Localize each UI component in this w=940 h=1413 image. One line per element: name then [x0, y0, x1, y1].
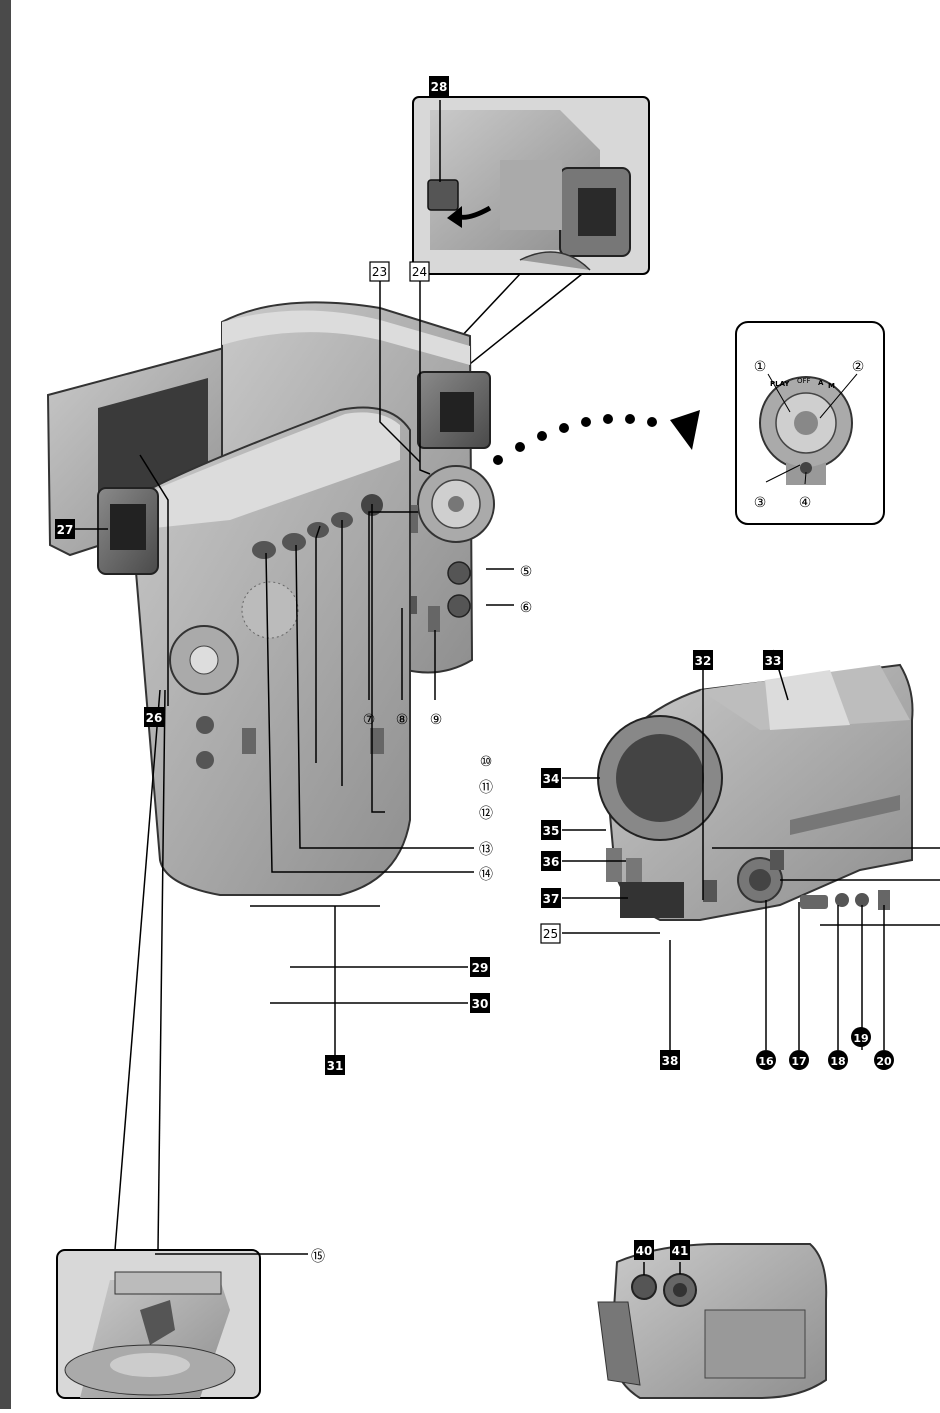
dial-mark-m: M: [828, 382, 835, 390]
callout-17: 17: [789, 1050, 809, 1070]
svg-text:⑨: ⑨: [430, 712, 443, 728]
callout-32: 32: [693, 650, 713, 670]
svg-text:28: 28: [431, 80, 448, 94]
svg-text:40: 40: [636, 1244, 653, 1258]
svg-text:③: ③: [754, 495, 767, 511]
eject-inset: [56, 1249, 261, 1399]
callout-4: ④: [799, 495, 812, 511]
callout-11: ⑪: [479, 780, 493, 796]
callout-27: 27: [55, 519, 75, 539]
callout-3: ③: [754, 495, 767, 511]
svg-text:⑭: ⑭: [479, 867, 493, 883]
callout-18: 18: [828, 1050, 848, 1070]
callout-12: ⑫: [479, 806, 493, 822]
svg-text:⑪: ⑪: [479, 780, 493, 796]
svg-text:30: 30: [472, 997, 489, 1011]
callout-28: 28: [429, 76, 449, 96]
svg-text:⑮: ⑮: [311, 1249, 325, 1265]
callout-10: ⑩: [480, 754, 493, 770]
callout-35: 35: [541, 820, 561, 840]
callout-30: 30: [470, 993, 490, 1013]
svg-text:①: ①: [754, 359, 767, 375]
callout-33: 33: [763, 650, 783, 670]
svg-text:19: 19: [853, 1032, 868, 1045]
viewfinder-inset: [412, 96, 650, 275]
callout-6: ⑥: [520, 600, 533, 616]
callout-31: 31: [325, 1055, 345, 1075]
svg-text:25: 25: [543, 927, 558, 941]
leader-lines: [70, 100, 940, 1275]
callout-38: 38: [660, 1050, 680, 1070]
camera-side-view: [97, 406, 411, 896]
dial-mark-off: OFF: [797, 377, 811, 385]
camera-bottom-view: [597, 1243, 828, 1399]
callout-5: ⑤: [520, 564, 533, 580]
callout-41: 41: [670, 1240, 690, 1260]
callout-9: ⑨: [430, 712, 443, 728]
callout-15: ⑮: [311, 1249, 325, 1265]
boxed-filled-callouts: 28 26 27 29 30 31 32 33 34 35 36 37 38 4…: [55, 76, 783, 1260]
callout-40: 40: [634, 1240, 654, 1260]
callout-29: 29: [470, 957, 490, 977]
callout-19: 19: [851, 1027, 871, 1047]
svg-text:35: 35: [543, 824, 560, 838]
svg-text:⑬: ⑬: [479, 842, 493, 858]
callout-34: 34: [541, 768, 561, 788]
page-margin-bar: [0, 0, 11, 1409]
boxed-outline-callouts: 23 24 25: [369, 261, 561, 944]
callout-8: ⑧: [396, 712, 409, 728]
callout-2: ②: [852, 359, 865, 375]
camera-front-view: [597, 663, 914, 921]
svg-text:④: ④: [799, 495, 812, 511]
callout-25: 25: [540, 923, 561, 944]
svg-text:20: 20: [876, 1055, 892, 1068]
svg-text:⑤: ⑤: [520, 564, 533, 580]
callout-1: ①: [754, 359, 767, 375]
mode-dial-inset: PLAY OFF A M: [735, 321, 885, 525]
svg-text:②: ②: [852, 359, 865, 375]
svg-text:24: 24: [412, 265, 427, 279]
callout-13: ⑬: [479, 842, 493, 858]
callout-16: 16: [756, 1050, 776, 1070]
svg-text:38: 38: [662, 1054, 679, 1068]
callout-24: 24: [409, 261, 430, 282]
svg-text:⑧: ⑧: [396, 712, 409, 728]
svg-text:⑥: ⑥: [520, 600, 533, 616]
dial-mark-a: A: [818, 379, 824, 387]
svg-text:16: 16: [758, 1055, 774, 1068]
svg-text:32: 32: [695, 654, 712, 668]
svg-text:41: 41: [672, 1244, 689, 1258]
circled-callouts: ① ② ③ ④ ⑤ ⑥ ⑦ ⑧ ⑨ ⑩ ⑪ ⑫ ⑬ ⑭ ⑮: [311, 359, 864, 1265]
svg-text:⑩: ⑩: [480, 754, 493, 770]
callout-14: ⑭: [479, 867, 493, 883]
svg-text:29: 29: [472, 961, 489, 975]
svg-text:31: 31: [327, 1059, 344, 1073]
callout-23: 23: [369, 261, 390, 282]
svg-text:33: 33: [765, 654, 782, 668]
dial-mark-play: PLAY: [770, 380, 790, 388]
svg-text:34: 34: [543, 772, 560, 786]
svg-text:26: 26: [146, 711, 163, 725]
callout-26: 26: [144, 707, 164, 727]
svg-text:36: 36: [543, 855, 560, 869]
black-circled-callouts: 16 17 18 19 20: [756, 1027, 894, 1070]
svg-text:37: 37: [543, 892, 560, 906]
svg-text:23: 23: [372, 265, 387, 279]
svg-text:⑦: ⑦: [363, 712, 376, 728]
callout-7: ⑦: [363, 712, 376, 728]
svg-text:27: 27: [57, 523, 74, 537]
callout-36: 36: [541, 851, 561, 871]
detail-arrow: [493, 410, 700, 465]
svg-text:17: 17: [791, 1055, 806, 1068]
svg-text:18: 18: [830, 1055, 845, 1068]
callout-37: 37: [541, 888, 561, 908]
callout-20: 20: [874, 1050, 894, 1070]
svg-text:⑫: ⑫: [479, 806, 493, 822]
